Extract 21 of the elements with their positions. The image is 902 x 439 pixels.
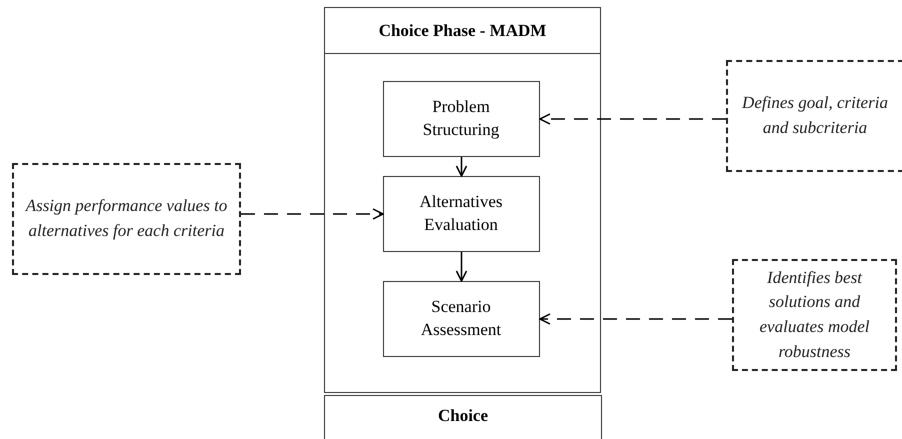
note-text: Defines goal, criteria and subcriteria (740, 92, 889, 139)
output-box (324, 395, 602, 439)
arrow (456, 252, 468, 282)
process-box (382, 280, 540, 356)
note-box (732, 259, 897, 371)
note-box (726, 60, 902, 172)
note-text: Identifies best solutions and evaluates model robustness (758, 266, 870, 363)
process-box (382, 176, 540, 252)
output-title: Choice (438, 406, 488, 427)
dashed-arrow (539, 313, 732, 325)
dashed-arrow (539, 113, 726, 125)
phase-title: Choice Phase - MADM (378, 20, 546, 40)
note-box (12, 163, 241, 275)
process-label: Problem Structuring (422, 96, 500, 141)
arrow (456, 157, 468, 177)
process-label: Alternatives Evaluation (418, 191, 504, 236)
note-text: Assign performance values to alternatives for each criteria (24, 195, 228, 242)
phase-box (324, 7, 601, 393)
process-label: Scenario Assessment (420, 296, 502, 340)
process-box (382, 80, 540, 156)
dashed-arrow (241, 208, 384, 220)
